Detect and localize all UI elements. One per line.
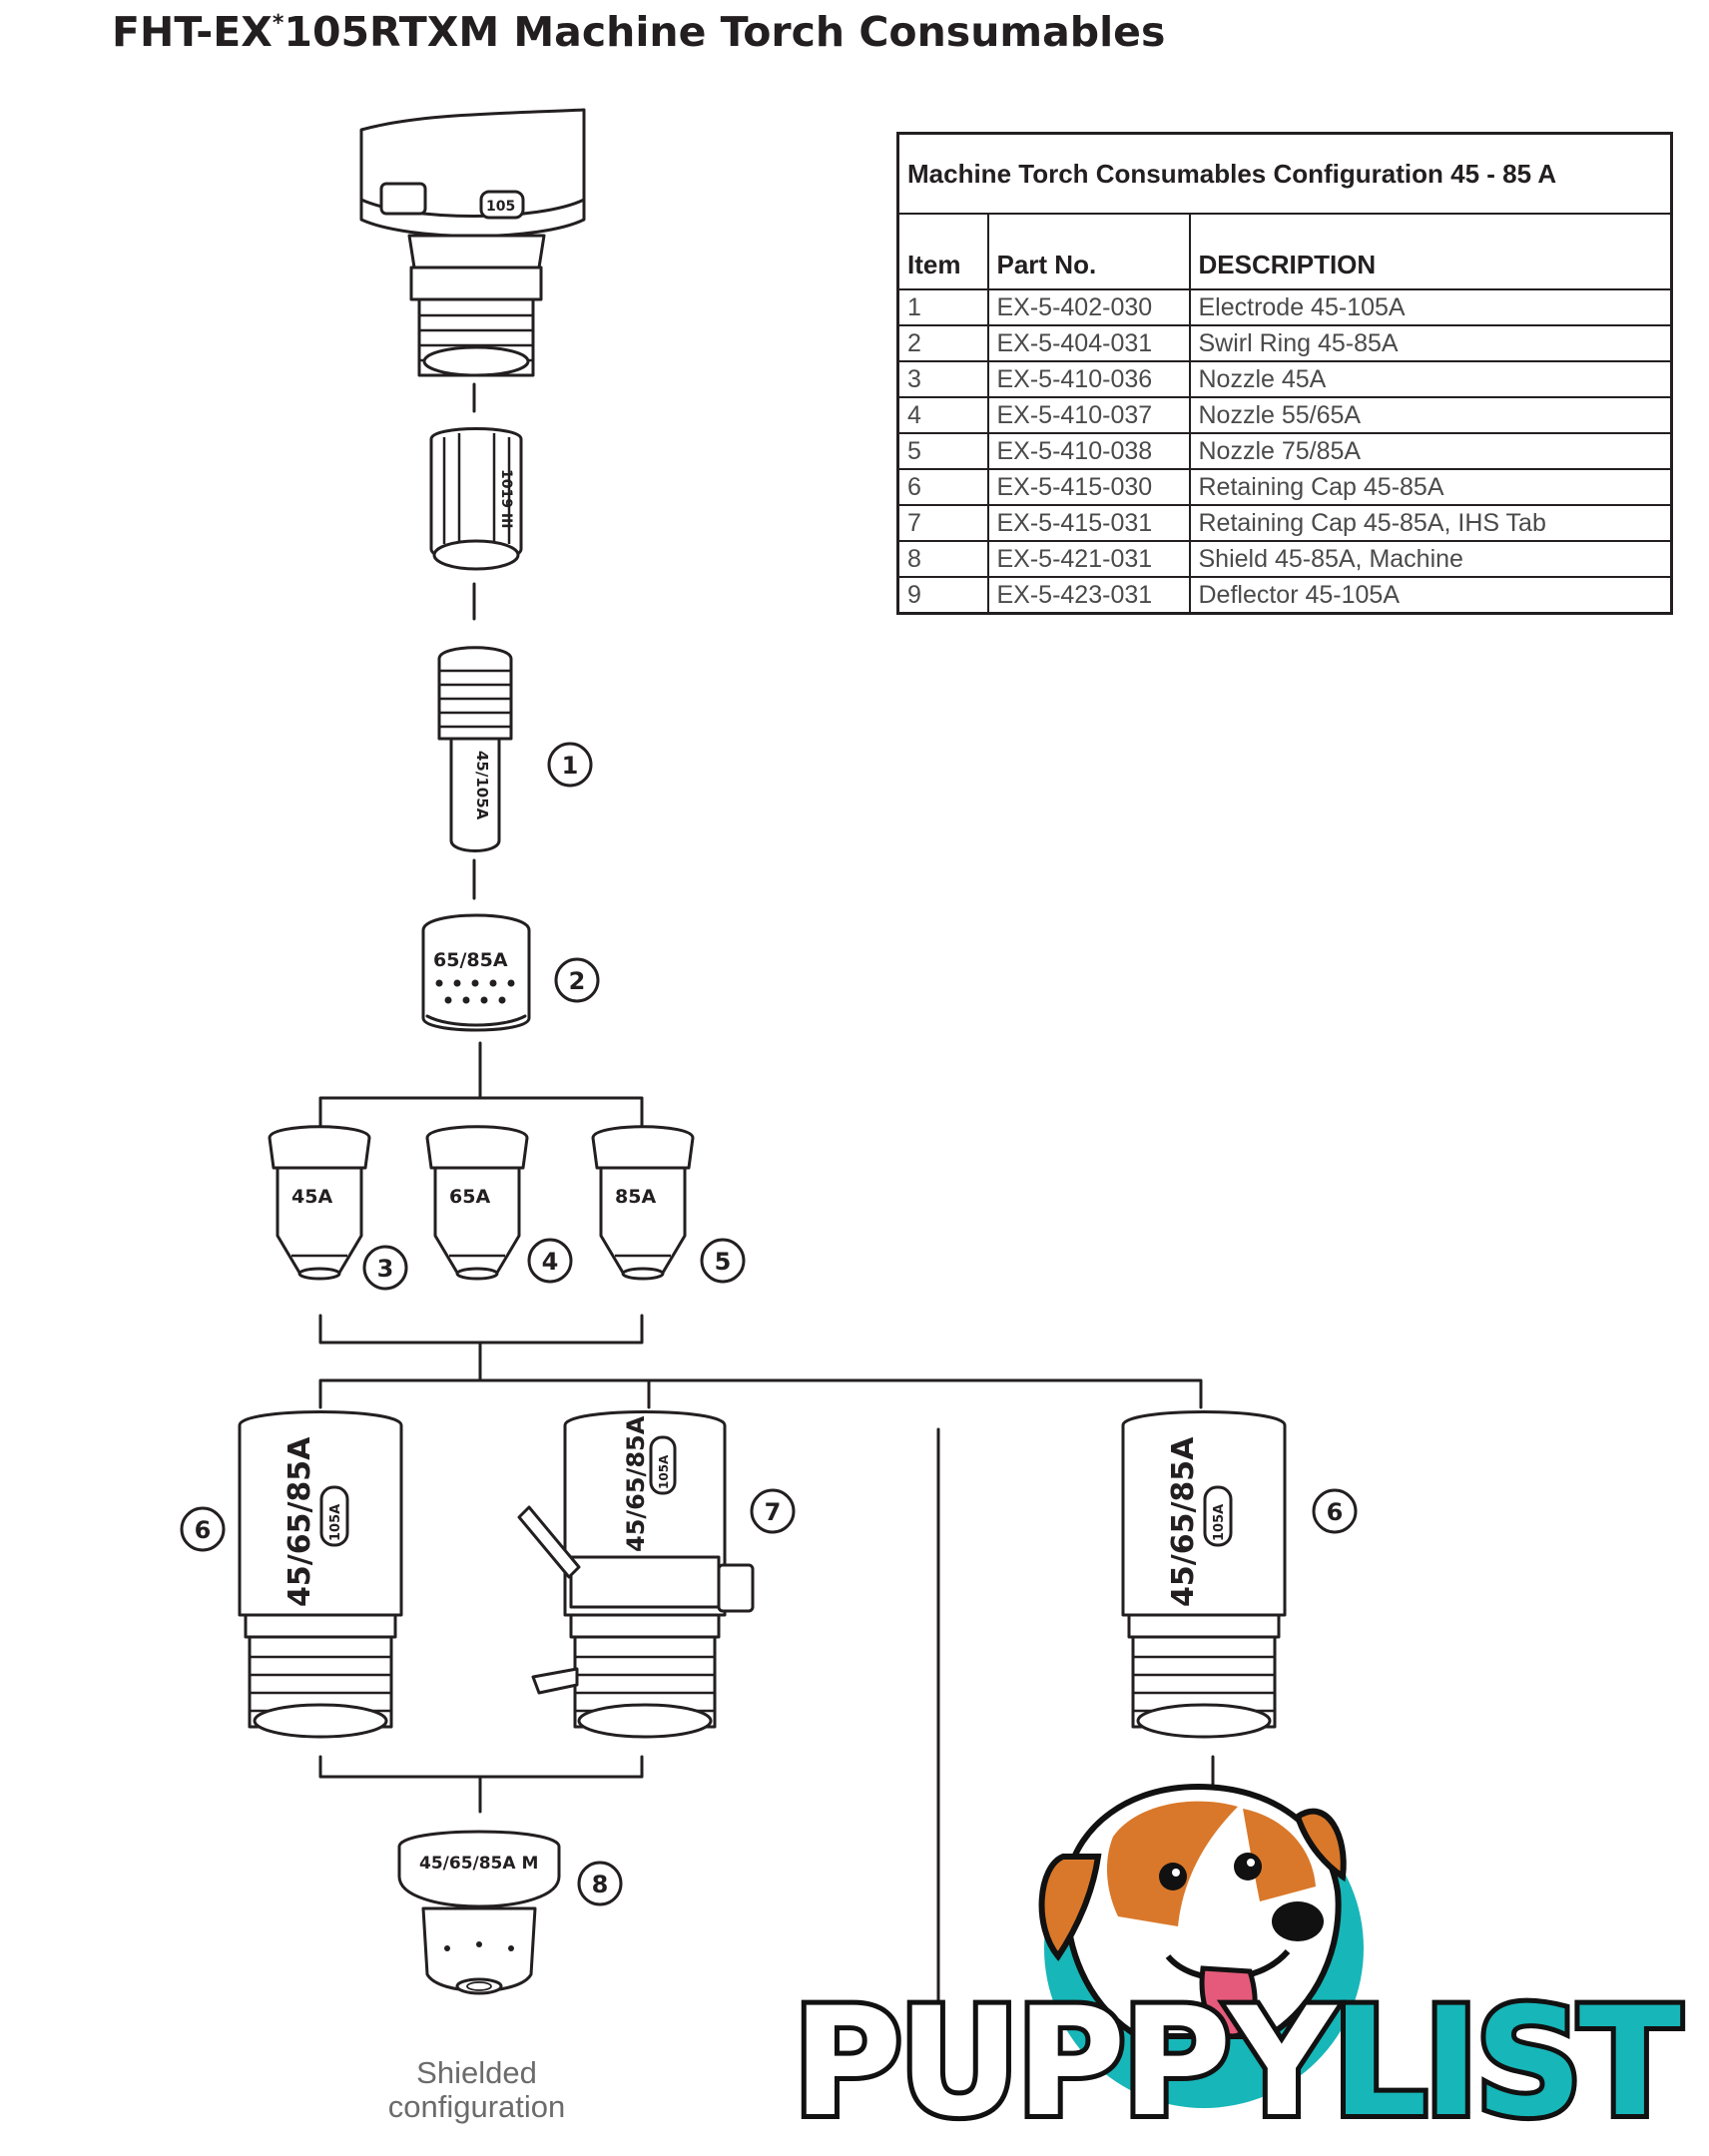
column-header-description: DESCRIPTION <box>1188 213 1673 290</box>
svg-text:4: 4 <box>542 1248 559 1276</box>
retaining-cap-left: 45/65/85A 105A <box>238 1410 403 1739</box>
column-header-item: Item <box>896 213 989 290</box>
cell-item: 2 <box>896 324 989 362</box>
svg-text:7: 7 <box>765 1498 782 1526</box>
cap-right-marking: 45/65/85A <box>1166 1436 1201 1607</box>
cap-ihs-badge: 105A <box>657 1454 671 1489</box>
cell-item: 3 <box>896 360 989 398</box>
column-header-part-no: Part No. <box>986 213 1191 290</box>
svg-text:1: 1 <box>562 752 579 780</box>
page-title-prefix: FHT-EX <box>112 8 273 56</box>
cell-part-no: EX-5-421-031 <box>986 540 1191 578</box>
callout-5: 5 <box>700 1238 746 1284</box>
cell-part-no: EX-5-415-031 <box>986 504 1191 542</box>
cell-part-no: EX-5-423-031 <box>986 576 1191 615</box>
puppylist-logo <box>1038 1783 1364 2108</box>
watermark-text-part-b: LIST <box>1327 1976 1686 2150</box>
cell-description: Nozzle 55/65A <box>1188 396 1673 434</box>
cell-description: Deflector 45-105A <box>1188 576 1673 615</box>
callout-8: 8 <box>577 1861 623 1906</box>
caption-line-1: Shielded <box>416 2055 537 2090</box>
cell-item: 8 <box>896 540 989 578</box>
cell-description: Electrode 45-105A <box>1188 288 1673 326</box>
connector-lines <box>318 382 1215 2018</box>
torch-head: 105 <box>359 108 586 377</box>
cell-item: 1 <box>896 288 989 326</box>
cell-part-no: EX-5-415-030 <box>986 468 1191 506</box>
retaining-cap-right: 45/65/85A 105A <box>1121 1410 1287 1739</box>
nozzle-65a: 65A <box>425 1125 529 1281</box>
cell-part-no: EX-5-404-031 <box>986 324 1191 362</box>
shield: 45/65/85A M <box>397 1830 561 1995</box>
electrode-marking: 45/105A <box>473 751 491 820</box>
svg-text:3: 3 <box>377 1255 394 1283</box>
page-title: FHT-EX*105RTXM Machine Torch Consumables <box>112 8 1165 56</box>
puppylist-watermark-text: PUPPYLIST <box>788 1983 1686 2143</box>
cell-item: 9 <box>896 576 989 615</box>
cap-left-badge: 105A <box>328 1504 343 1541</box>
callout-7: 7 <box>750 1488 796 1534</box>
nozzle-45a-marking: 45A <box>291 1186 332 1208</box>
svg-text:8: 8 <box>592 1871 609 1898</box>
page-title-suffix: 105RTXM Machine Torch Consumables <box>284 8 1166 56</box>
svg-text:6: 6 <box>195 1516 212 1544</box>
table-caption: Machine Torch Consumables Configuration … <box>896 132 1673 215</box>
cell-part-no: EX-5-402-030 <box>986 288 1191 326</box>
cell-description: Swirl Ring 45-85A <box>1188 324 1673 362</box>
cell-description: Nozzle 45A <box>1188 360 1673 398</box>
cell-description: Retaining Cap 45-85A <box>1188 468 1673 506</box>
nozzle-65a-marking: 65A <box>449 1186 490 1208</box>
callouts: 1 2 3 4 5 6 7 6 8 <box>180 742 1358 1906</box>
shielded-configuration-caption: Shielded configuration <box>359 2056 594 2124</box>
svg-text:5: 5 <box>715 1248 732 1276</box>
callout-6-right: 6 <box>1312 1488 1358 1534</box>
cell-item: 7 <box>896 504 989 542</box>
cell-part-no: EX-5-410-037 <box>986 396 1191 434</box>
callout-4: 4 <box>527 1238 573 1284</box>
cell-item: 4 <box>896 396 989 434</box>
retaining-cap-ihs-tab: 45/65/85A 105A <box>517 1410 755 1739</box>
cap-left-marking: 45/65/85A <box>283 1436 317 1607</box>
consumables-table: Machine Torch Consumables Configuration … <box>896 132 1673 615</box>
cell-part-no: EX-5-410-036 <box>986 360 1191 398</box>
callout-2: 2 <box>554 957 600 1003</box>
cell-description: Shield 45-85A, Machine <box>1188 540 1673 578</box>
cap-right-badge: 105A <box>1212 1504 1227 1541</box>
shield-marking: 45/65/85A M <box>419 1854 538 1874</box>
torch-sleeve: 1019 III <box>429 427 523 571</box>
torch-sleeve-marking: 1019 III <box>498 469 514 528</box>
svg-text:6: 6 <box>1327 1498 1344 1526</box>
electrode: 45/105A <box>437 646 513 852</box>
cell-description: Nozzle 75/85A <box>1188 432 1673 470</box>
cell-description: Retaining Cap 45-85A, IHS Tab <box>1188 504 1673 542</box>
nozzle-85a-marking: 85A <box>615 1186 656 1208</box>
callout-1: 1 <box>547 742 593 788</box>
watermark-text-part-a: PUPPY <box>788 1976 1341 2150</box>
swirl-ring-marking: 65/85A <box>433 949 508 971</box>
nozzle-85a: 85A <box>591 1125 695 1281</box>
caption-line-2: configuration <box>387 2089 566 2124</box>
nozzle-45a: 45A <box>268 1125 371 1281</box>
callout-3: 3 <box>362 1245 408 1291</box>
cap-ihs-marking: 45/65/85A <box>622 1415 650 1552</box>
cell-item: 5 <box>896 432 989 470</box>
torch-ring-marking: 105 <box>486 199 515 215</box>
cell-part-no: EX-5-410-038 <box>986 432 1191 470</box>
swirl-ring: 65/85A <box>421 913 531 1032</box>
page-title-superscript: * <box>272 11 285 36</box>
svg-text:2: 2 <box>569 967 586 995</box>
callout-6-left: 6 <box>180 1506 226 1552</box>
cell-item: 6 <box>896 468 989 506</box>
